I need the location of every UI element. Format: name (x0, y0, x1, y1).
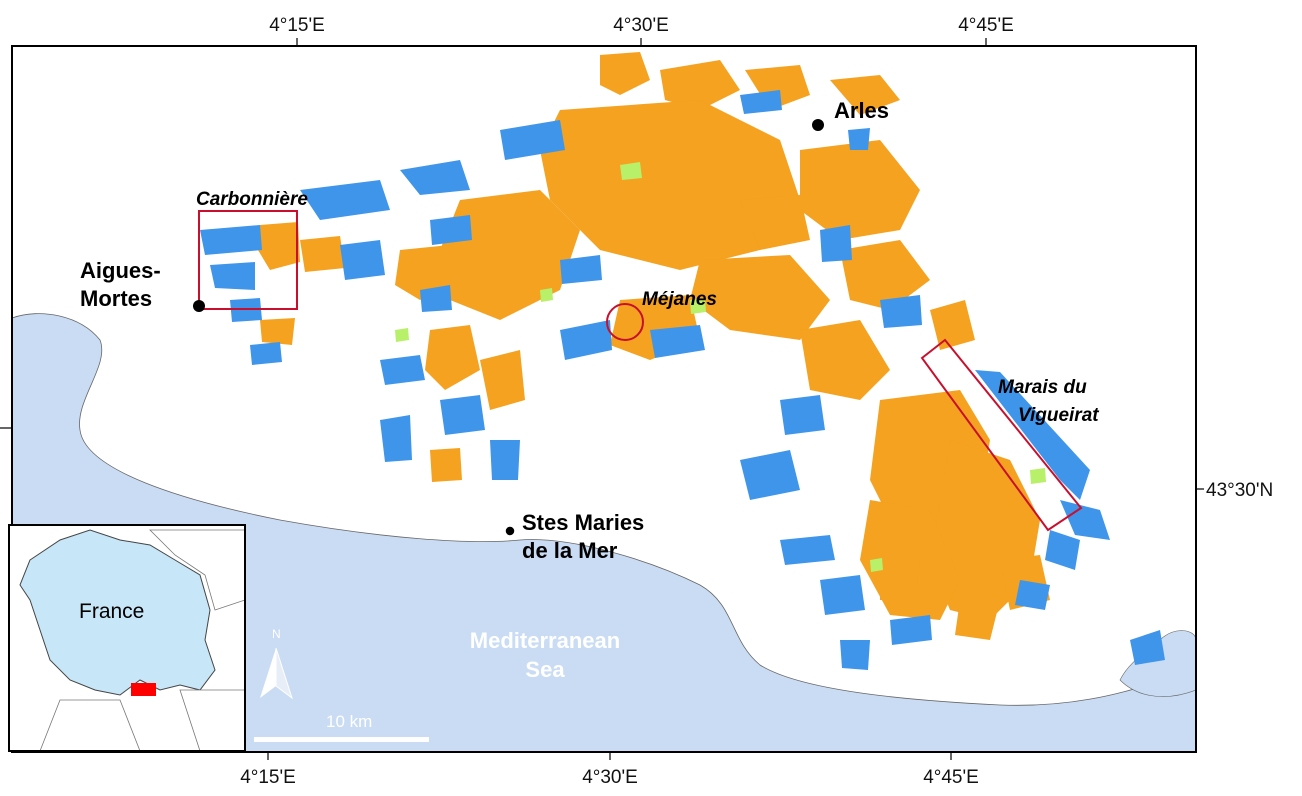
carbonniere-label: Carbonnière (196, 189, 308, 210)
arles-marker (812, 119, 824, 131)
vigueirat-site-frame (920, 338, 1083, 532)
north-arrow-label: N (272, 627, 281, 641)
green-class-patches (395, 162, 1046, 572)
orange-class-patches (258, 52, 1050, 640)
bottom-tick-1: 4°15'E (240, 767, 296, 788)
inset-country-label: France (79, 600, 144, 623)
mejanes-label: Méjanes (642, 289, 717, 310)
aigues-mortes-label-line1: Aigues- (80, 258, 161, 283)
vigueirat-label-line1: Marais du (998, 377, 1087, 398)
graticule-ticks (0, 38, 1204, 760)
stes-maries-label-line1: Stes Maries (522, 510, 644, 535)
right-tick-1: 43°30'N (1206, 480, 1273, 501)
aigues-mortes-label-line2: Mortes (80, 286, 152, 311)
mediterranean-sea (12, 313, 1196, 752)
arles-label: Arles (834, 98, 889, 123)
blue-class-patches (200, 90, 1165, 670)
top-tick-1: 4°15'E (269, 15, 325, 36)
scale-bar-label: 10 km (326, 712, 372, 731)
map-frame (11, 45, 1197, 753)
bottom-tick-2: 4°30'E (582, 767, 638, 788)
scale-bar: 10 km (254, 712, 429, 742)
bottom-tick-3: 4°45'E (923, 767, 979, 788)
north-arrow-icon: N (260, 627, 293, 700)
aigues-mortes-marker (193, 300, 205, 312)
carbonniere-site-frame (198, 210, 298, 310)
study-area-highlight (131, 683, 156, 696)
top-tick-3: 4°45'E (958, 15, 1014, 36)
sea-label-line1: Mediterranean (470, 628, 620, 653)
sea-label-line2: Sea (525, 657, 565, 682)
mejanes-site-frame (606, 303, 644, 341)
inset-map: France (8, 524, 246, 752)
vigueirat-label-line2: Vigueirat (1018, 405, 1099, 426)
stes-maries-marker (504, 525, 516, 537)
france-outline (19, 529, 216, 696)
stes-maries-label-line2: de la Mer (522, 538, 618, 563)
neighbor-countries (39, 529, 245, 751)
top-tick-2: 4°30'E (613, 15, 669, 36)
